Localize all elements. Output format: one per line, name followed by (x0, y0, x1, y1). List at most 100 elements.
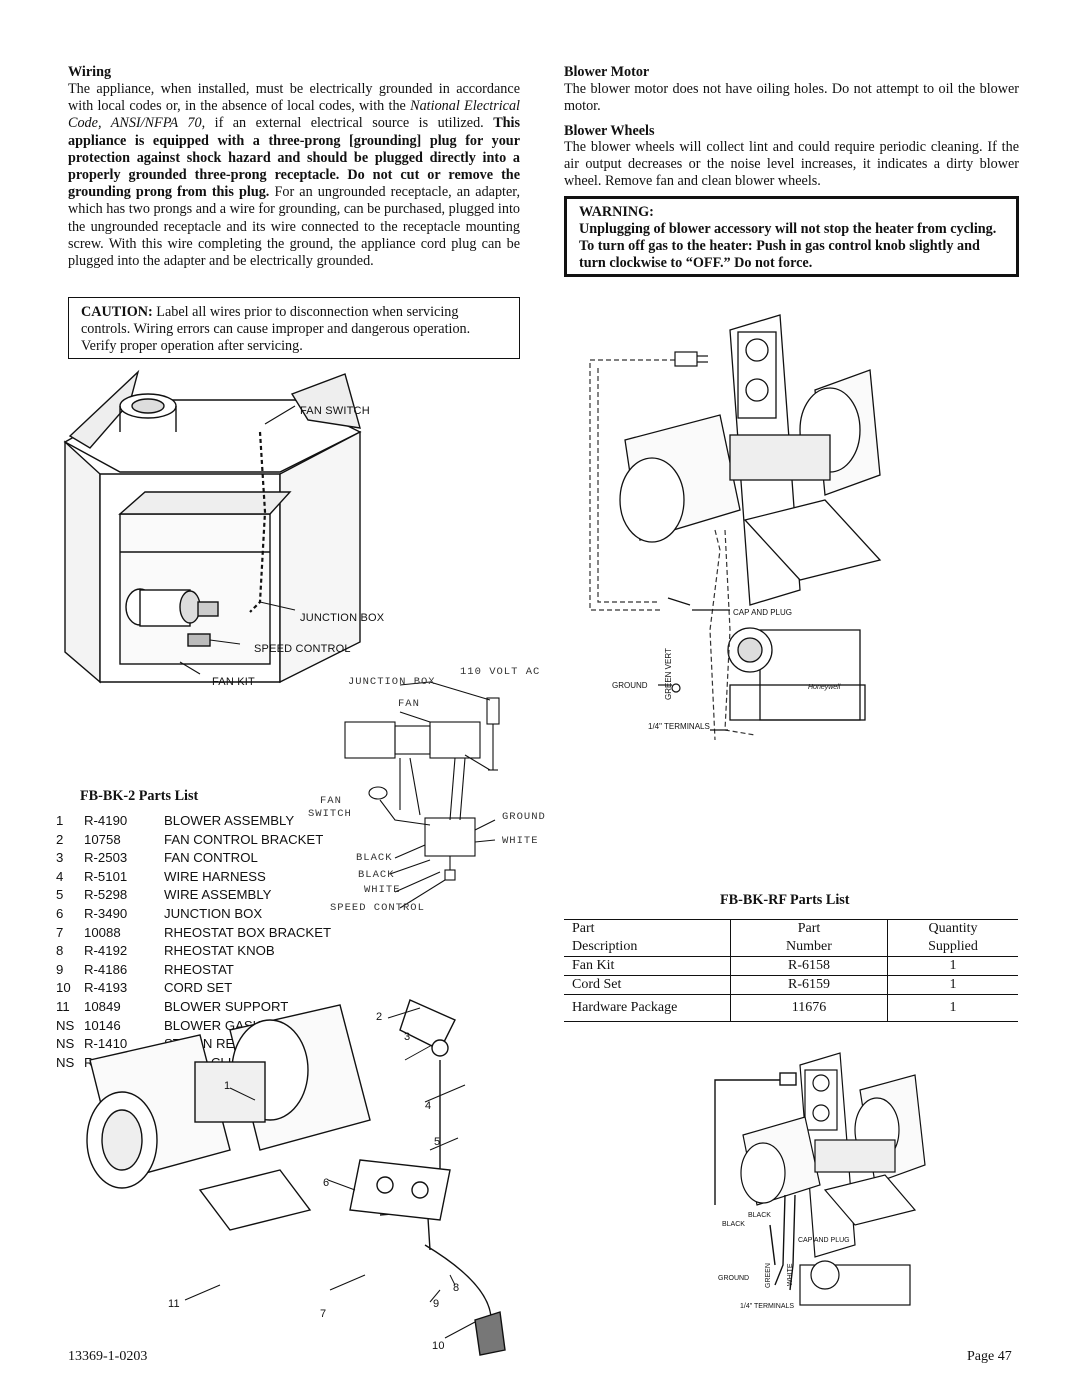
fbbkrf-table: Part Part Quantity Description Number Su… (564, 919, 1018, 1022)
rf-row-2-number: R-6159 (730, 975, 888, 995)
item-number: NS (56, 1036, 75, 1052)
caution-box: CAUTION: Label all wires prior to discon… (68, 297, 520, 359)
rf-header-description: Description (564, 938, 731, 957)
rf-row-2-qty: 1 (949, 977, 957, 992)
item-number: 5 (56, 887, 64, 903)
part-number: R-2503 (84, 850, 128, 866)
rf2-terminals: 1/4" TERMINALS (740, 1303, 795, 1310)
item-number: 1 (56, 813, 64, 828)
warning-text: Unplugging of blower accessory will not … (579, 221, 997, 272)
item-number: NS (56, 1054, 75, 1070)
wiring-bold-warning: This appliance is equipped with a three-… (68, 115, 521, 201)
rf-row-3-desc: Hardware Package (564, 994, 731, 1022)
parts-list-row: 3 R-2503 FAN CONTROL (56, 849, 342, 868)
part-number: R-4193 (84, 980, 128, 996)
part-description: RHEOSTAT BOX BRACKET (164, 924, 332, 940)
schematic-white-2: WHITE (364, 884, 401, 896)
exploded-blower-drawing (86, 999, 506, 1356)
part-number: 10146 (84, 1017, 121, 1033)
schematic-110-volt: 110 VOLT AC (460, 666, 541, 678)
blower-wheels-heading: Blower Wheels (564, 123, 655, 139)
schematic-fan-switch-2: SWITCH (308, 808, 352, 820)
item-number: 6 (56, 905, 64, 921)
label-fan-kit: FAN KIT (212, 676, 255, 688)
part-number: R-4192 (84, 943, 128, 959)
part-description: FAN CONTROL BRACKET (164, 831, 324, 847)
rf-row-1-number: R-6158 (730, 956, 888, 976)
part-description: WIRE ASSEMBLY (164, 887, 272, 903)
schematic-ground: GROUND (502, 811, 546, 823)
rf-row-1-qty: 1 (949, 958, 957, 973)
rf-row-3-qty: 1 (949, 1000, 957, 1015)
blower-wheels-text: The blower wheels will collect lint and … (564, 139, 1019, 190)
callout-5: 5 (434, 1136, 441, 1148)
part-description: JUNCTION BOX (164, 905, 263, 921)
caution-text: Label all wires prior to disconnection w… (81, 304, 471, 355)
item-number: 2 (56, 831, 64, 847)
footer-page-number: Page 47 (967, 1349, 1012, 1364)
callout-3: 3 (404, 1031, 411, 1043)
part-description: BLOWER ASSEMBLY (164, 813, 295, 828)
item-number: 4 (56, 868, 64, 884)
rf2-black-1: BLACK (748, 1212, 771, 1219)
callout-10: 10 (432, 1340, 445, 1352)
parts-list-row: 8 R-4192 RHEOSTAT KNOB (56, 942, 342, 961)
label-fan-switch: FAN SWITCH (300, 405, 370, 417)
schematic-fan-switch-1: FAN (320, 795, 342, 807)
callout-7: 7 (320, 1308, 327, 1320)
rf-header-number-1: Part (730, 919, 888, 938)
rf2-black-2: BLACK (722, 1221, 745, 1228)
wiring-paragraph: The appliance, when installed, must be e… (68, 81, 520, 270)
wiring-text-2: , if an external electrical source is ut… (201, 115, 484, 132)
callout-4: 4 (425, 1100, 432, 1112)
wiring-heading: Wiring (68, 64, 112, 80)
rf-row-1-desc: Fan Kit (564, 956, 731, 976)
warning-box: WARNING: Unplugging of blower accessory … (564, 196, 1019, 277)
label-speed-control: SPEED CONTROL (254, 643, 351, 655)
callout-2: 2 (376, 1011, 383, 1023)
part-description: FAN CONTROL (164, 850, 258, 866)
parts-list-row: 6 R-3490 JUNCTION BOX (56, 905, 342, 924)
part-number: R-1410 (84, 1036, 128, 1052)
part-number: 10849 (84, 998, 121, 1014)
item-number: 8 (56, 943, 64, 959)
part-description: RHEOSTAT KNOB (164, 943, 275, 959)
caution-label: CAUTION: (81, 304, 153, 320)
fireplace-cutaway-drawing (63, 369, 362, 684)
wiring-text-3: For an ungrounded receptacle, an adapter… (68, 184, 520, 270)
part-number: 10088 (84, 924, 121, 940)
warning-title: WARNING: (579, 204, 654, 220)
rf1-terminals: 1/4" TERMINALS (648, 722, 710, 731)
schematic-speed-control: SPEED CONTROL (330, 902, 425, 914)
rf2-cap-and-plug: CAP AND PLUG (798, 1237, 850, 1244)
schematic-fan: FAN (398, 698, 420, 710)
rf-row-2-desc: Cord Set (564, 975, 731, 995)
schematic-white: WHITE (502, 835, 539, 847)
rf-row-3-number: 11676 (730, 994, 888, 1022)
item-number: 11 (56, 998, 70, 1014)
item-number: 3 (56, 850, 64, 866)
parts-list-row: 7 10088 RHEOSTAT BOX BRACKET (56, 924, 342, 943)
item-number: 7 (56, 924, 64, 940)
blower-motor-text: The blower motor does not have oiling ho… (564, 81, 1019, 115)
part-number: R-4186 (84, 961, 128, 977)
rf-header-supplied: Supplied (928, 939, 978, 954)
rf2-white: WHITE (787, 1263, 794, 1286)
wiring-code-reference: National Electrical Code, ANSI/NFPA 70 (68, 98, 520, 132)
callout-11: 11 (168, 1298, 180, 1310)
part-number: R-5101 (84, 868, 128, 884)
part-number: R-3490 (84, 905, 128, 921)
item-number: NS (56, 1017, 75, 1033)
footer-doc-number: 13369-1-0203 (68, 1349, 148, 1364)
wiring-schematic (344, 681, 500, 909)
fbbk2-title: FB-BK-2 Parts List (80, 788, 199, 804)
item-number: 9 (56, 961, 64, 977)
blower-wiring-drawing-1 (589, 314, 882, 741)
rf-header-part: Part (564, 919, 731, 938)
rf-header-number-2: Number (730, 938, 888, 957)
